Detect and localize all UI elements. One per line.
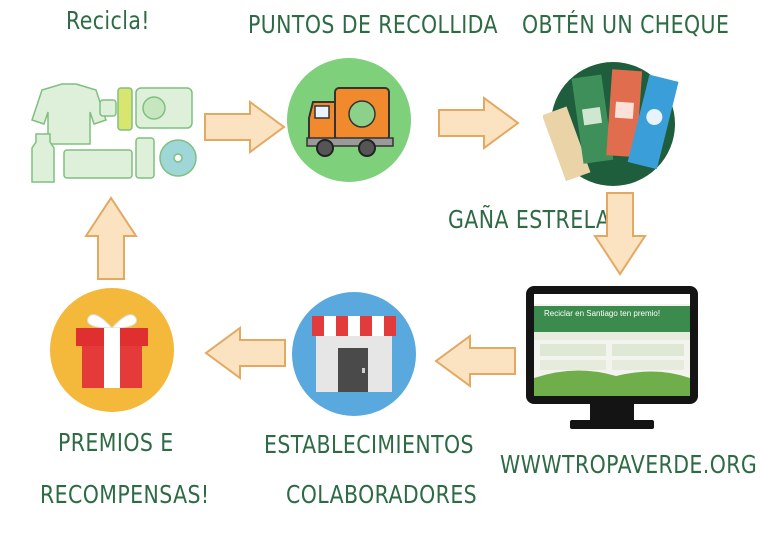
arrow-up	[84, 196, 138, 280]
label-gana-estrelas: GAÑA ESTRELAS	[448, 205, 624, 234]
website-banner: Reciclar en Santiago ten premio!	[544, 309, 661, 318]
cheques-icon	[543, 56, 683, 186]
arrow-left-2	[204, 326, 286, 380]
label-premios: PREMIOS E	[58, 428, 174, 457]
label-recompensas: RECOMPENSAS!	[40, 480, 210, 509]
label-obten-un-cheque: OBTÉN UN CHEQUE	[522, 10, 730, 39]
label-recicla: Recicla!	[66, 6, 150, 35]
label-colaboradores: COLABORADORES	[286, 480, 478, 509]
recycling-items-icon	[14, 72, 204, 187]
label-establecimientos: ESTABLECIMIENTOS	[264, 430, 474, 459]
label-website: WWWTROPAVERDE.ORG	[500, 450, 758, 479]
label-puntos-de-recollida: PUNTOS DE RECOLLIDA	[248, 10, 498, 39]
arrow-down	[593, 192, 647, 276]
gift-icon	[50, 288, 174, 412]
arrow-left-1	[434, 334, 516, 388]
arrow-right-2	[438, 96, 520, 150]
monitor-icon	[526, 286, 698, 431]
arrow-right-1	[204, 100, 286, 154]
recycling-truck-icon	[287, 58, 411, 182]
store-icon	[292, 292, 416, 416]
